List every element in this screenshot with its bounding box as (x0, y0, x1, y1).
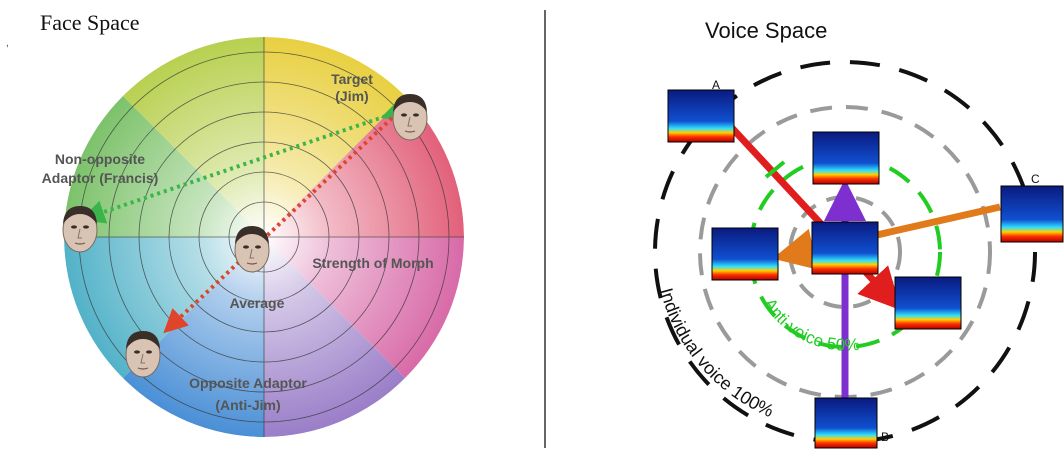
spectrogram-a (667, 89, 735, 143)
spectrogram-left (711, 227, 779, 281)
strength-of-morph-label: Strength of Morph (312, 255, 433, 271)
target-label-line2: (Jim) (335, 88, 368, 104)
individual-voice-label-path: Individual voice 100% (656, 286, 777, 421)
opposite-label-line1: Opposite Adaptor (189, 375, 307, 391)
spectrogram-right (894, 276, 962, 330)
target-label-line1: Target (331, 71, 373, 87)
non-opposite-label-line2: Adaptor (Francis) (42, 170, 159, 186)
green-tick-red-arrow (764, 160, 786, 179)
target-face (392, 93, 428, 141)
inner-grey-ring (788, 195, 902, 309)
stray-mark: , (6, 38, 9, 49)
outer-black-ring (653, 60, 1037, 444)
spectrogram-center (811, 221, 879, 275)
spectrogram-center-top (812, 131, 880, 185)
spectrogram-b (814, 397, 878, 449)
voice-space-title: Voice Space (705, 18, 827, 43)
average-label: Average (230, 295, 285, 311)
opposite-dotted-arrow (163, 116, 394, 334)
non-opposite-face (62, 205, 98, 253)
opposite-label-line2: (Anti-Jim) (215, 397, 280, 413)
face-space-title: Face Space (40, 10, 140, 35)
individual-voice-label: Individual voice 100% (656, 286, 777, 421)
average-face (234, 225, 270, 273)
non-opposite-label-line1: Non-opposite (55, 151, 145, 167)
voice-space-panel: Voice Space (653, 18, 1064, 449)
face-space-panel: Face Space , (6, 10, 464, 437)
opposite-face (125, 330, 161, 378)
point-label-b: B (881, 430, 889, 444)
point-label-c: C (1031, 172, 1040, 186)
anti-voice-green-ring (748, 155, 942, 349)
point-label-a: A (712, 78, 720, 92)
spectrogram-c (1000, 185, 1064, 243)
